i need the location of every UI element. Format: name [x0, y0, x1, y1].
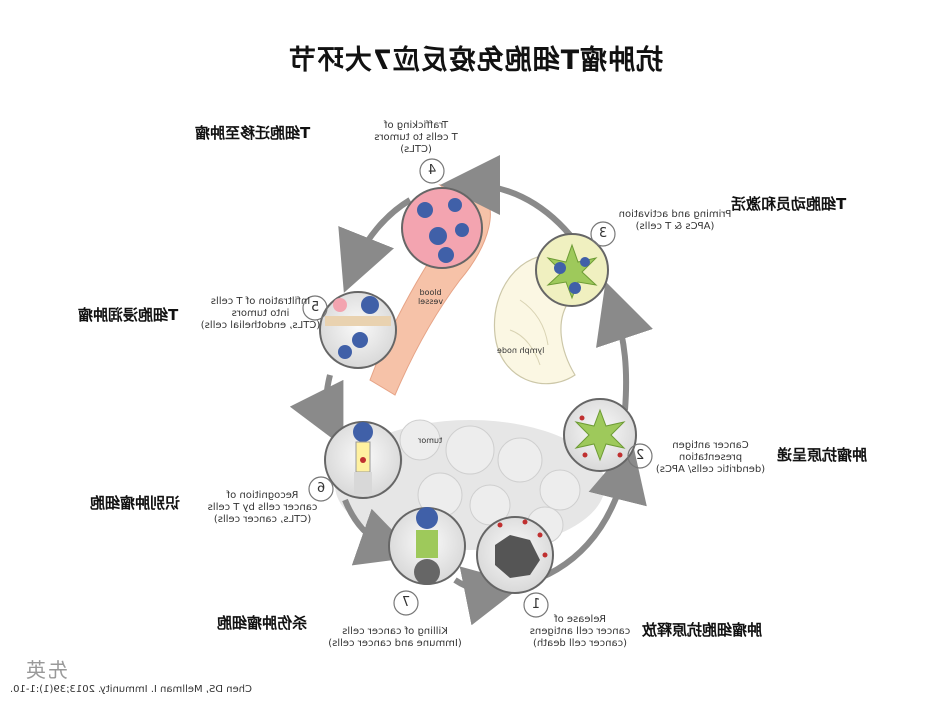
blood-vessel-label: blood vessel [418, 288, 444, 306]
step-3-number: 3 [599, 226, 608, 241]
step-6-en-label: Recognition of cancer cells by T cells (… [207, 490, 318, 525]
step-2-cn-label: 肿瘤抗原呈递 [777, 446, 868, 464]
lymph-node-label: lymph node [497, 346, 545, 355]
bubble-step-1 [476, 516, 554, 594]
step-7-en-label: Killing of cancer cells (Immune and canc… [328, 626, 462, 649]
step-3-en-label: Priming and activation (APCs & T cells) [618, 209, 732, 232]
step-3-cn-label: T细胞动员和激活 [731, 195, 847, 213]
step-6-cn-label: 识别肿瘤细胞 [90, 494, 181, 512]
watermark-logo: 先英 [24, 658, 68, 682]
bubble-step-5 [319, 291, 397, 369]
step-1-en-label: Release of cancer cell antigens (cancer … [529, 614, 631, 649]
step-4-en-label: Trafficking of T cells to tumors (CTLs) [374, 120, 458, 155]
tumor-label: tumor [418, 436, 443, 445]
step-4-cn-label: T细胞迁移至肿瘤 [195, 124, 311, 142]
bubble-step-7 [388, 507, 466, 585]
bubble-step-4 [401, 187, 483, 269]
citation: Chen DS, Mellman I. Immunity. 2013;39(1)… [10, 684, 253, 695]
step-7-cn-label: 杀伤肿瘤细胞 [217, 614, 308, 632]
step-1-number: 1 [532, 597, 541, 612]
step-4-number: 4 [428, 163, 437, 178]
bubble-step-2 [563, 398, 637, 472]
step-7-number: 7 [402, 595, 411, 610]
step-5-cn-label: T细胞浸润肿瘤 [78, 306, 179, 324]
step-1-cn-label: 肿瘤细胞抗原释放 [642, 621, 763, 639]
diagram-title: 抗肿瘤T细胞免疫反应7大环节 [287, 45, 664, 76]
bubble-step-6 [324, 421, 402, 499]
bubble-step-3 [535, 233, 609, 307]
step-2-en-label: Cancer antigen presentation (dendritic c… [655, 440, 766, 475]
step-5-en-label: Infiltration of T cells into tumors (CTL… [200, 296, 321, 331]
step-2-number: 2 [636, 448, 645, 463]
step-number-markers [302, 158, 653, 618]
